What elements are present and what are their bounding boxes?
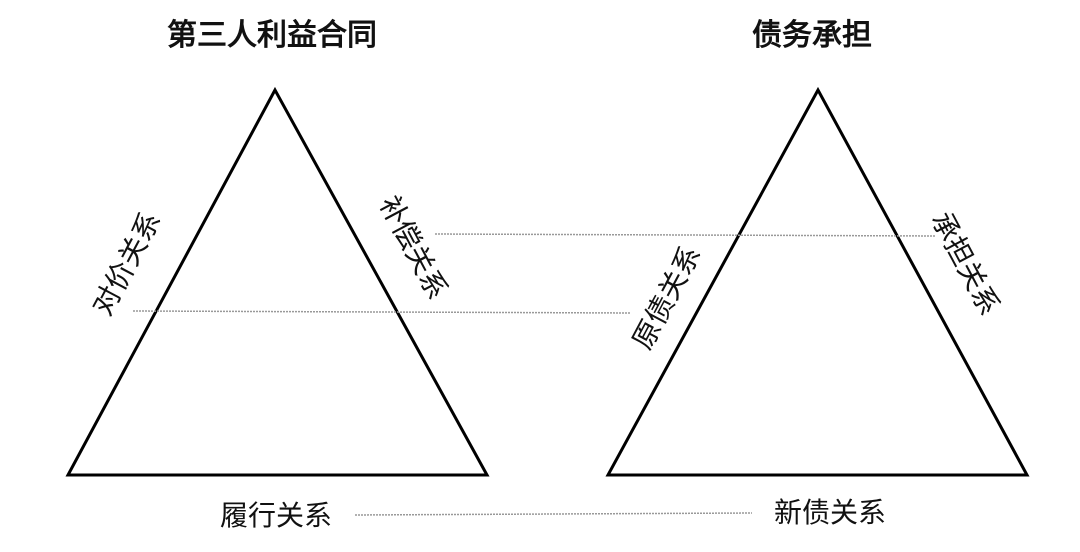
right-bottom-label: 新债关系 (774, 496, 886, 529)
link-consideration-original-debt (132, 310, 631, 314)
left-triangle (65, 86, 490, 477)
right-title: 债务承担 (752, 18, 872, 53)
left-side-label: 对价关系 (86, 206, 168, 320)
left-side-label-right: 原债关系 (626, 240, 708, 354)
right-triangle (605, 86, 1030, 477)
right-side-label-right: 承担关系 (925, 206, 1007, 320)
left-title: 第三人利益合同 (167, 18, 377, 53)
link-performance-new-debt (354, 512, 753, 516)
left-bottom-label: 履行关系 (220, 499, 332, 532)
link-compensation-assumption (434, 233, 936, 237)
